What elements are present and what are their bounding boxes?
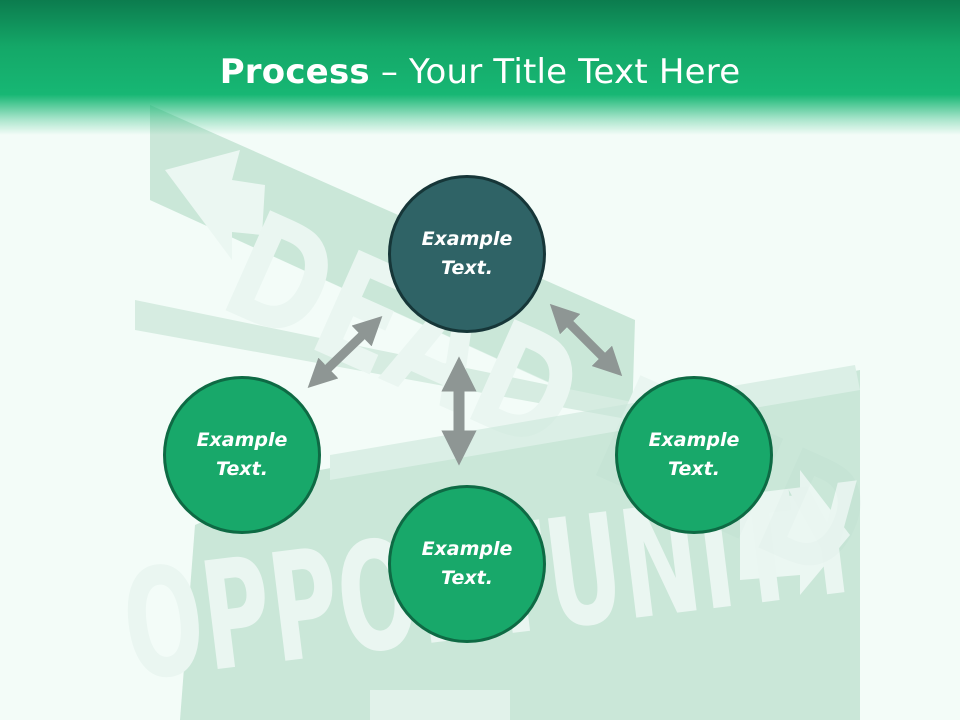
page-title: Process – Your Title Text Here <box>0 52 960 92</box>
arrow-top-left <box>307 316 383 388</box>
node-right-line1: Example <box>648 429 740 451</box>
title-banner <box>0 0 960 135</box>
arrow-top-right <box>549 303 623 377</box>
node-right-line2: Text. <box>668 458 720 480</box>
node-bottom-line2: Text. <box>441 567 493 589</box>
title-strong: Process <box>219 52 370 92</box>
node-top-line2: Text. <box>441 257 493 279</box>
node-top-line1: Example <box>421 228 513 250</box>
title-rest: – Your Title Text Here <box>369 52 741 92</box>
node-left-line2: Text. <box>216 458 268 480</box>
node-bottom-line1: Example <box>421 538 513 560</box>
node-left-line1: Example <box>196 429 288 451</box>
